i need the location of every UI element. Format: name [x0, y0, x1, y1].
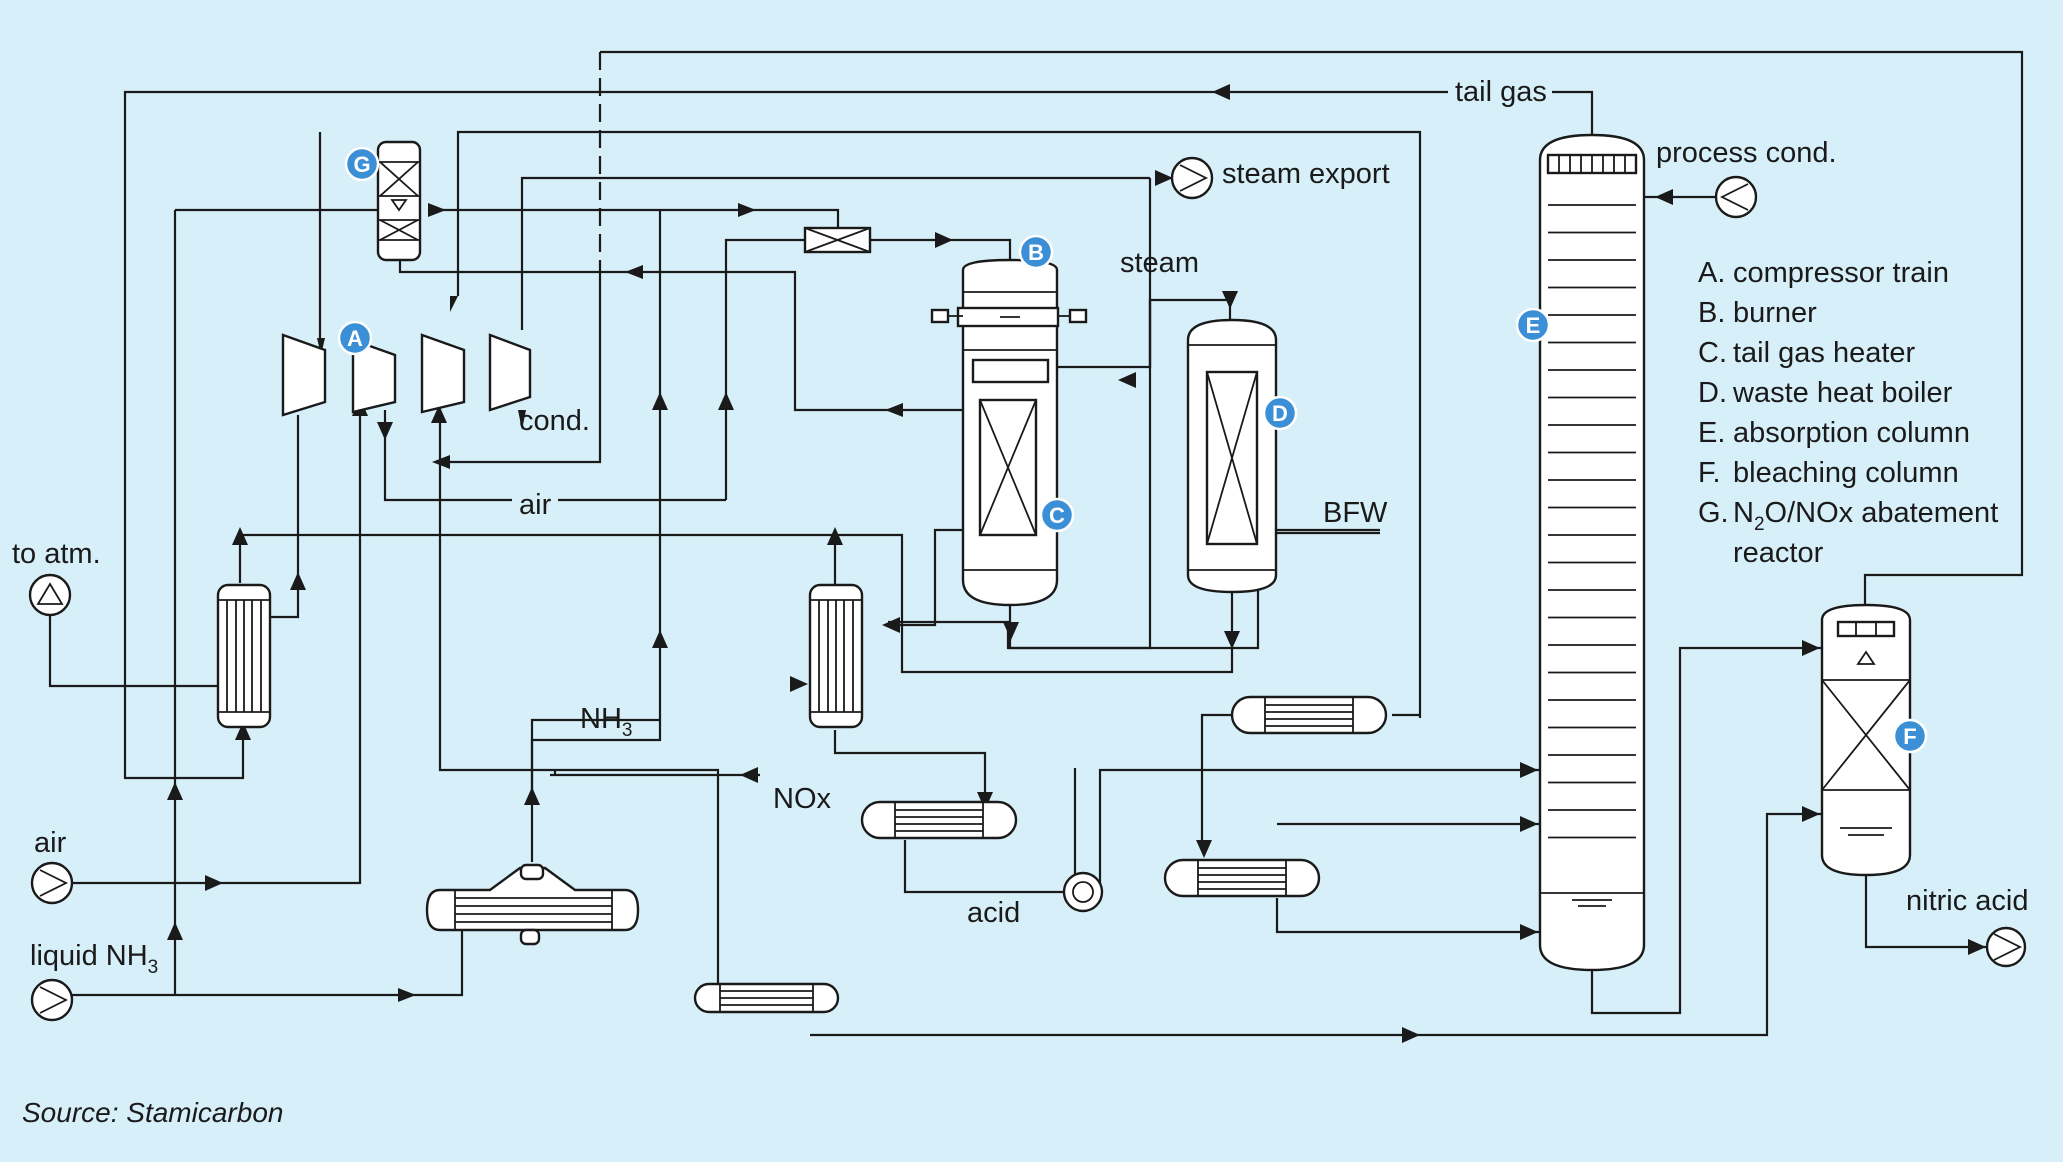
- air-preheater-exchanger: [216, 583, 272, 729]
- nitric-acid-label: nitric acid: [1906, 885, 2029, 917]
- absorption-column-e: [1538, 133, 1646, 972]
- tail-gas-exchanger: [808, 583, 864, 729]
- absorber-feed-cooler: [1163, 858, 1321, 898]
- svg-text:D: D: [1272, 401, 1288, 426]
- legend-key-c: C.: [1698, 337, 1727, 369]
- compressor-train-a: [281, 333, 532, 417]
- process-cond-pump-icon: [1714, 175, 1758, 219]
- legend-key-a: A.: [1698, 257, 1725, 289]
- bottom-exchanger: [693, 982, 840, 1014]
- legend-text-g: N2O/NOx abatement: [1733, 497, 1998, 535]
- process-cond-label: process cond.: [1656, 137, 1837, 169]
- svg-text:B: B: [1028, 240, 1044, 265]
- legend-text-a: compressor train: [1733, 257, 1949, 289]
- to-atm-fan-icon: [28, 573, 72, 617]
- legend-text-d: waste heat boiler: [1732, 377, 1953, 409]
- legend-key-f: F.: [1698, 457, 1721, 489]
- bleaching-column-f: [1820, 603, 1912, 877]
- legend-text-b: burner: [1733, 297, 1817, 329]
- badge-f: F: [1892, 718, 1928, 754]
- svg-text:A: A: [347, 326, 363, 351]
- badge-c: C: [1039, 497, 1075, 533]
- legend-key-d: D.: [1698, 377, 1727, 409]
- nitric-acid-pump-icon: [1985, 926, 2027, 968]
- legend-text-e: absorption column: [1733, 417, 1970, 449]
- abatement-reactor-g: [376, 140, 422, 262]
- svg-text:E: E: [1526, 313, 1541, 338]
- legend-key-g: G.: [1698, 497, 1729, 529]
- legend-text-f: bleaching column: [1733, 457, 1959, 489]
- waste-heat-boiler-d: [1186, 318, 1278, 594]
- badge-a: A: [337, 320, 373, 356]
- legend: A. compressor train B. burner C. tail ga…: [1698, 257, 1998, 569]
- liquid-nh3-label: liquid NH3: [30, 940, 158, 978]
- badge-b: B: [1018, 234, 1054, 270]
- svg-text:F: F: [1903, 724, 1916, 749]
- svg-text:G: G: [353, 152, 370, 177]
- ammonia-vaporizer: [425, 863, 640, 946]
- tail-gas-label: tail gas: [1455, 76, 1547, 108]
- steam-export-label: steam export: [1222, 158, 1390, 190]
- badge-e: E: [1515, 307, 1551, 343]
- badge-g: G: [344, 146, 380, 182]
- air-mid-label: air: [519, 489, 552, 521]
- tail-gas-heater-valve-icon: [803, 226, 872, 254]
- svg-text:C: C: [1049, 503, 1065, 528]
- steam-export-pump-icon: [1170, 156, 1214, 200]
- cond-label: cond.: [519, 405, 590, 437]
- piping: [48, 50, 2024, 1037]
- acid-label: acid: [967, 897, 1020, 929]
- badge-d: D: [1262, 395, 1298, 431]
- burner-b: [930, 258, 1088, 607]
- source-caption: Source: Stamicarbon: [22, 1097, 283, 1128]
- tail-gas-cooler: [1230, 695, 1388, 735]
- legend-text-c: tail gas heater: [1733, 337, 1916, 369]
- air-inlet-pump-icon: [30, 861, 74, 905]
- bfw-label: BFW: [1323, 497, 1388, 529]
- legend-key-e: E.: [1698, 417, 1725, 449]
- flow-symbols: [28, 156, 2027, 1022]
- legend-text-g-line2: reactor: [1733, 537, 1824, 569]
- nox-label: NOx: [773, 783, 832, 815]
- cooler-condenser: [860, 800, 1018, 840]
- legend-key-b: B.: [1698, 297, 1725, 329]
- liquid-nh3-pump-icon: [30, 978, 74, 1022]
- to-atm-label: to atm.: [12, 538, 101, 570]
- steam-label: steam: [1120, 247, 1199, 279]
- air-inlet-label: air: [34, 827, 67, 859]
- nh3-mid-label: NH3: [580, 703, 632, 741]
- acid-pump-icon: [1062, 871, 1104, 913]
